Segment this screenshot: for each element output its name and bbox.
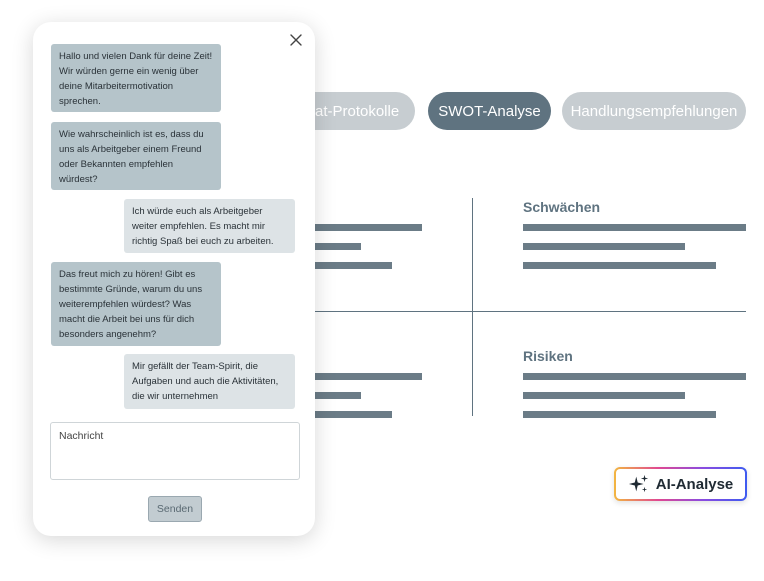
sparkles-icon (628, 474, 648, 493)
chat-message-bot: Wie wahrscheinlich ist es, dass du uns a… (51, 122, 221, 190)
tab-handlungsempfehlungen[interactable]: Handlungsempfehlungen (562, 92, 746, 130)
message-input[interactable]: Nachricht (50, 422, 300, 480)
placeholder-line (523, 373, 746, 380)
swot-horizontal-divider (300, 311, 746, 312)
placeholder-line (523, 392, 685, 399)
chat-message-user: Ich würde euch als Arbeitgeber weiter em… (124, 199, 295, 253)
swot-risks-title: Risiken (523, 348, 573, 364)
close-button[interactable] (289, 33, 303, 47)
placeholder-line (300, 373, 422, 380)
ai-analyse-label: AI-Analyse (655, 475, 734, 493)
placeholder-line (300, 262, 392, 269)
tab-handlungsempfehlungen-label: Handlungsempfehlungen (570, 102, 738, 120)
chat-panel: Hallo und vielen Dank für deine Zeit! Wi… (33, 22, 315, 536)
tab-swot-analyse[interactable]: SWOT-Analyse (428, 92, 551, 130)
placeholder-line (523, 411, 716, 418)
placeholder-line (523, 224, 746, 231)
placeholder-line (523, 262, 716, 269)
placeholder-line (300, 392, 361, 399)
tab-swot-analyse-label: SWOT-Analyse (438, 102, 541, 120)
placeholder-line (300, 224, 422, 231)
message-input-placeholder: Nachricht (59, 430, 104, 442)
swot-weaknesses-title: Schwächen (523, 199, 601, 215)
chat-message-bot: Hallo und vielen Dank für deine Zeit! Wi… (51, 44, 221, 112)
placeholder-line (300, 411, 392, 418)
swot-vertical-divider (472, 198, 473, 416)
tab-chat-protokolle-label: Chat-Protokolle (295, 102, 400, 120)
ai-analyse-button[interactable]: AI-Analyse (614, 467, 747, 501)
chat-message-user: Mir gefällt der Team-Spirit, die Aufgabe… (124, 354, 295, 409)
close-icon (290, 34, 302, 46)
chat-message-bot: Das freut mich zu hören! Gibt es bestimm… (51, 262, 221, 346)
placeholder-line (300, 243, 361, 250)
send-button[interactable]: Senden (148, 496, 202, 522)
placeholder-line (523, 243, 685, 250)
